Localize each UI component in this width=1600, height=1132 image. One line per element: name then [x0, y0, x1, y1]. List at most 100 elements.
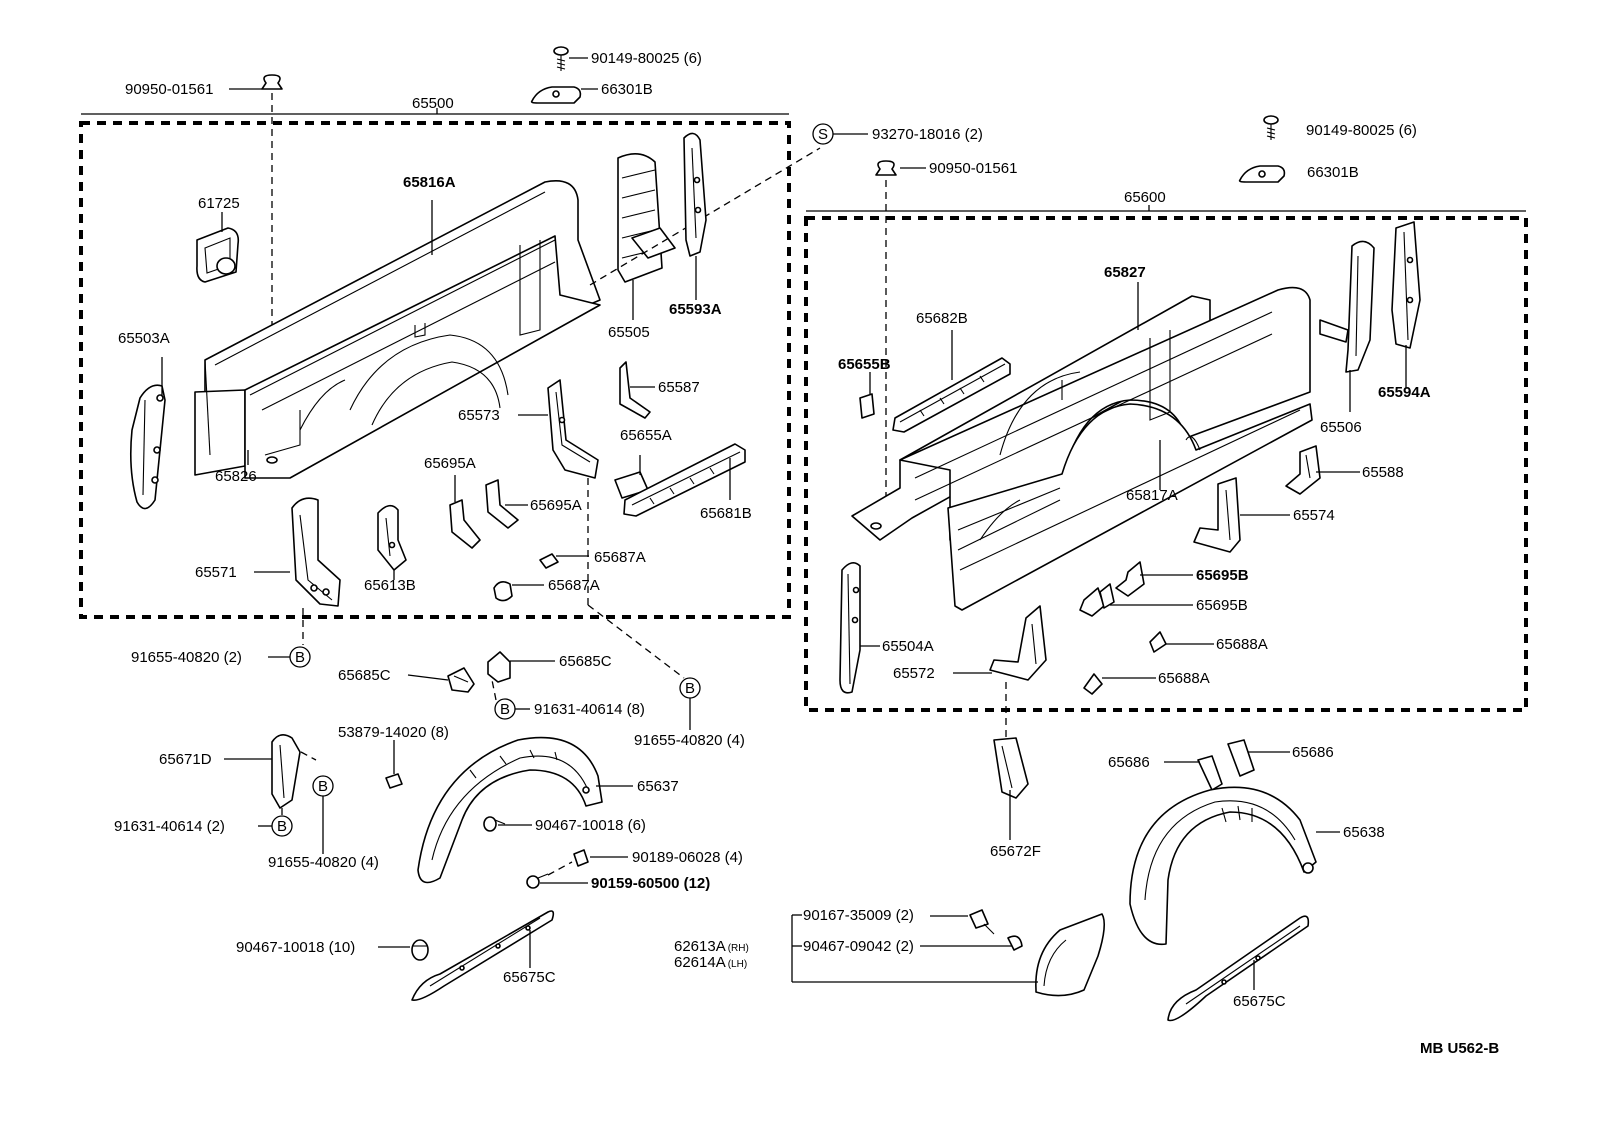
label-65685c-2: 65685C — [559, 653, 612, 670]
label-90149-right: 90149-80025 (6) — [1306, 122, 1417, 139]
b-callout-5-icon: B — [258, 808, 293, 837]
label-90189: 90189-06028 (4) — [632, 849, 743, 866]
panel-65506-icon — [1319, 240, 1375, 373]
bracket-65588-icon — [1285, 445, 1321, 495]
bracket-65655b-icon — [859, 393, 875, 419]
label-90149-left: 90149-80025 (6) — [591, 50, 702, 67]
label-65503a: 65503A — [118, 330, 170, 347]
label-65695a-2: 65695A — [530, 497, 582, 514]
label-65593a: 65593A — [669, 301, 722, 318]
brace-65671d-icon — [271, 734, 317, 809]
brace-65572-icon — [989, 605, 1047, 740]
b-callout-2-icon: B — [491, 679, 530, 720]
label-90950-right: 90950-01561 — [929, 160, 1017, 177]
s-callout-letter: S — [818, 126, 828, 143]
brace-65594a-icon — [1391, 221, 1421, 349]
label-65572: 65572 — [893, 665, 935, 682]
label-65672f: 65672F — [990, 843, 1041, 860]
label-90467-6: 90467-10018 (6) — [535, 817, 646, 834]
label-91631-8: 91631-40614 (8) — [534, 701, 645, 718]
label-62613a-code: 62613A — [674, 938, 726, 955]
label-65681b: 65681B — [700, 505, 752, 522]
screw-90149-left-icon — [553, 46, 569, 71]
label-65500: 65500 — [412, 95, 454, 112]
nut-90189-icon — [573, 849, 589, 867]
brace-65613b-icon — [377, 504, 407, 571]
label-65675c-1: 65675C — [503, 969, 556, 986]
label-90467-09042: 90467-09042 (2) — [803, 938, 914, 955]
label-65671d: 65671D — [159, 751, 212, 768]
b-callout-4-icon: B — [312, 775, 334, 854]
label-65587: 65587 — [658, 379, 700, 396]
label-65817a: 65817A — [1126, 487, 1178, 504]
bracket-66301b-left-icon — [530, 86, 582, 104]
mud-strip-65675c-left-icon — [411, 910, 555, 1002]
nut-65687a-upper-icon — [539, 553, 559, 569]
bracket-65695b-upper-icon — [1115, 561, 1145, 597]
label-65826: 65826 — [215, 468, 257, 485]
bracket-65587-icon — [619, 361, 651, 419]
brace-65571-icon — [291, 497, 341, 645]
label-62614a-code: 62614A — [674, 954, 726, 971]
brace-65573-icon — [547, 379, 599, 605]
label-65695b-1: 65695B — [1196, 567, 1249, 584]
label-62614a: 62614A(LH) — [674, 954, 747, 971]
label-62614a-suffix: (LH) — [728, 959, 747, 970]
label-90950-left: 90950-01561 — [125, 81, 213, 98]
clip-90467-10018-10-icon — [411, 939, 429, 961]
label-91631-2: 91631-40614 (2) — [114, 818, 225, 835]
label-65638: 65638 — [1343, 824, 1385, 841]
bracket-65695a-left-icon — [449, 499, 481, 549]
screw-90149-right-icon — [1263, 115, 1279, 140]
label-65816a: 65816A — [403, 174, 456, 191]
mud-strip-65675c-right-icon — [1167, 915, 1310, 1022]
clip-90467-09042-icon — [1007, 935, 1023, 951]
label-65600: 65600 — [1124, 189, 1166, 206]
bracket-65685c-right-icon — [487, 651, 511, 683]
label-91655-2: 91655-40820 (2) — [131, 649, 242, 666]
bracket-65686-left-icon — [1197, 755, 1223, 791]
assembly-box-65500 — [79, 121, 791, 619]
bracket-65695b-lower-icon — [1079, 583, 1115, 617]
bracket-65686-right-icon — [1227, 739, 1255, 777]
leader-lines — [161, 57, 1407, 990]
bracket-65503a-icon — [129, 384, 166, 510]
bracket-65688a-lower-icon — [1083, 673, 1103, 695]
label-61725: 61725 — [198, 195, 240, 212]
b-callout-letter: B — [318, 778, 328, 795]
label-53879: 53879-14020 (8) — [338, 724, 449, 741]
screw-90159-icon — [526, 861, 573, 889]
label-65682b: 65682B — [916, 310, 968, 327]
label-65574: 65574 — [1293, 507, 1335, 524]
label-65504a: 65504A — [882, 638, 934, 655]
label-65675c-2: 65675C — [1233, 993, 1286, 1010]
label-65688a-2: 65688A — [1158, 670, 1210, 687]
brace-65672f-icon — [993, 737, 1029, 799]
label-65571: 65571 — [195, 564, 237, 581]
clip-53879-icon — [385, 740, 403, 789]
nut-65687a-lower-icon — [493, 580, 513, 602]
reinforcement-65681b-icon — [623, 443, 746, 517]
reinforcement-65682b-icon — [892, 357, 1011, 433]
label-65695a-1: 65695A — [424, 455, 476, 472]
label-65685c-1: 65685C — [338, 667, 391, 684]
label-65827: 65827 — [1104, 264, 1146, 281]
b-callout-1-icon: B — [268, 646, 311, 668]
label-62613a-suffix: (RH) — [728, 943, 749, 954]
label-65688a-1: 65688A — [1216, 636, 1268, 653]
bed-side-panel-65817a-icon — [851, 286, 1313, 611]
label-90167: 90167-35009 (2) — [803, 907, 914, 924]
label-62613a: 62613A(RH) — [674, 938, 749, 955]
label-65588: 65588 — [1362, 464, 1404, 481]
b-callout-letter: B — [685, 680, 695, 697]
label-65506: 65506 — [1320, 419, 1362, 436]
clip-90950-right-icon — [875, 160, 926, 510]
label-65695b-2: 65695B — [1196, 597, 1248, 614]
bracket-66301b-right-icon — [1238, 165, 1286, 183]
s-callout-icon: S — [812, 123, 868, 145]
b-callout-letter: B — [500, 701, 510, 718]
label-66301b-right: 66301B — [1307, 164, 1359, 181]
label-65686-2: 65686 — [1292, 744, 1334, 761]
b-callout-letter: B — [277, 818, 287, 835]
